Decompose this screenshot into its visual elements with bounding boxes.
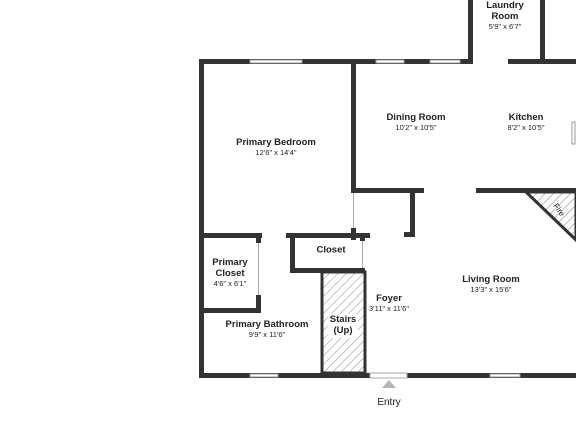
primary-bedroom-label: Primary Bedroom 12'6" x 14'4" [236,137,316,158]
window-kitchen-side [571,121,576,145]
wall-foyer-partition-foot [404,232,415,237]
wall-bedroom-bottom-right [286,233,370,238]
primary-closet-dims: 4'6" x 6'1" [213,278,247,288]
wall-closet-bottom [290,268,365,273]
living-room-label: Living Room 13'3" x 15'6" [462,274,520,295]
wall-closet-right [360,233,365,241]
wall-kitchen-bottom [476,188,576,193]
stairs-label: Stairs (Up) [327,314,359,338]
primary-closet-name: Primary Closet [212,256,248,279]
wall-outer-left [199,59,204,378]
primary-closet-label: Primary Closet 4'6" x 6'1" [212,256,248,288]
dining-room-name: Dining Room [386,112,446,124]
fireplace [522,190,576,243]
kitchen-name: Kitchen [508,112,544,124]
closet-label: Closet [316,244,346,257]
wall-closet-left [290,233,295,273]
window-dining-1 [375,59,405,64]
wall-primary-closet-right-lower [256,295,261,311]
wall-primary-closet-right [256,233,261,243]
foyer-name: Foyer [376,293,402,305]
wall-bedroom-bottom [199,233,262,238]
wall-laundry-right [540,0,545,64]
foyer-dims: 3'11" x 11'6" [368,304,410,314]
kitchen-dims: 8'2" x 10'5" [507,123,545,133]
living-room-name: Living Room [462,274,520,286]
foyer-label: Foyer 3'11" x 11'6" [368,293,410,314]
dining-room-dims: 10'2" x 10'5" [395,123,437,133]
entry-door [369,372,408,379]
wall-foyer-partition [410,188,415,237]
primary-bedroom-name: Primary Bedroom [236,137,316,149]
primary-bedroom-dims: 12'6" x 14'4" [255,148,297,158]
window-bedroom [249,59,303,64]
wall-primary-closet-bottom [199,308,261,313]
primary-bathroom-label: Primary Bathroom 9'9" x 11'6" [225,319,309,340]
stairs-name: Stairs (Up) [327,314,359,338]
closet-name: Closet [316,244,346,256]
wall-laundry-left [468,0,473,64]
laundry-room-label: Laundry Room 5'9" x 6'7" [486,0,524,31]
primary-bathroom-name: Primary Bathroom [225,319,309,331]
laundry-room-dims: 5'9" x 6'7" [488,21,522,31]
wall-dining-bottom [351,188,424,193]
entry-label: Entry [377,397,401,408]
dining-room-label: Dining Room 10'2" x 10'5" [386,112,446,133]
window-dining-2 [429,59,461,64]
primary-bathroom-dims: 9'9" x 11'6" [248,330,286,340]
living-room-dims: 13'3" x 15'6" [470,285,512,295]
laundry-room-name: Laundry Room [486,0,524,22]
wall-outer-top [199,59,472,64]
entry-marker-icon [382,380,396,388]
kitchen-label: Kitchen 8'2" x 10'5" [507,112,545,133]
wall-bedroom-right [351,59,356,193]
window-living [489,373,521,378]
window-bathroom [249,373,279,378]
